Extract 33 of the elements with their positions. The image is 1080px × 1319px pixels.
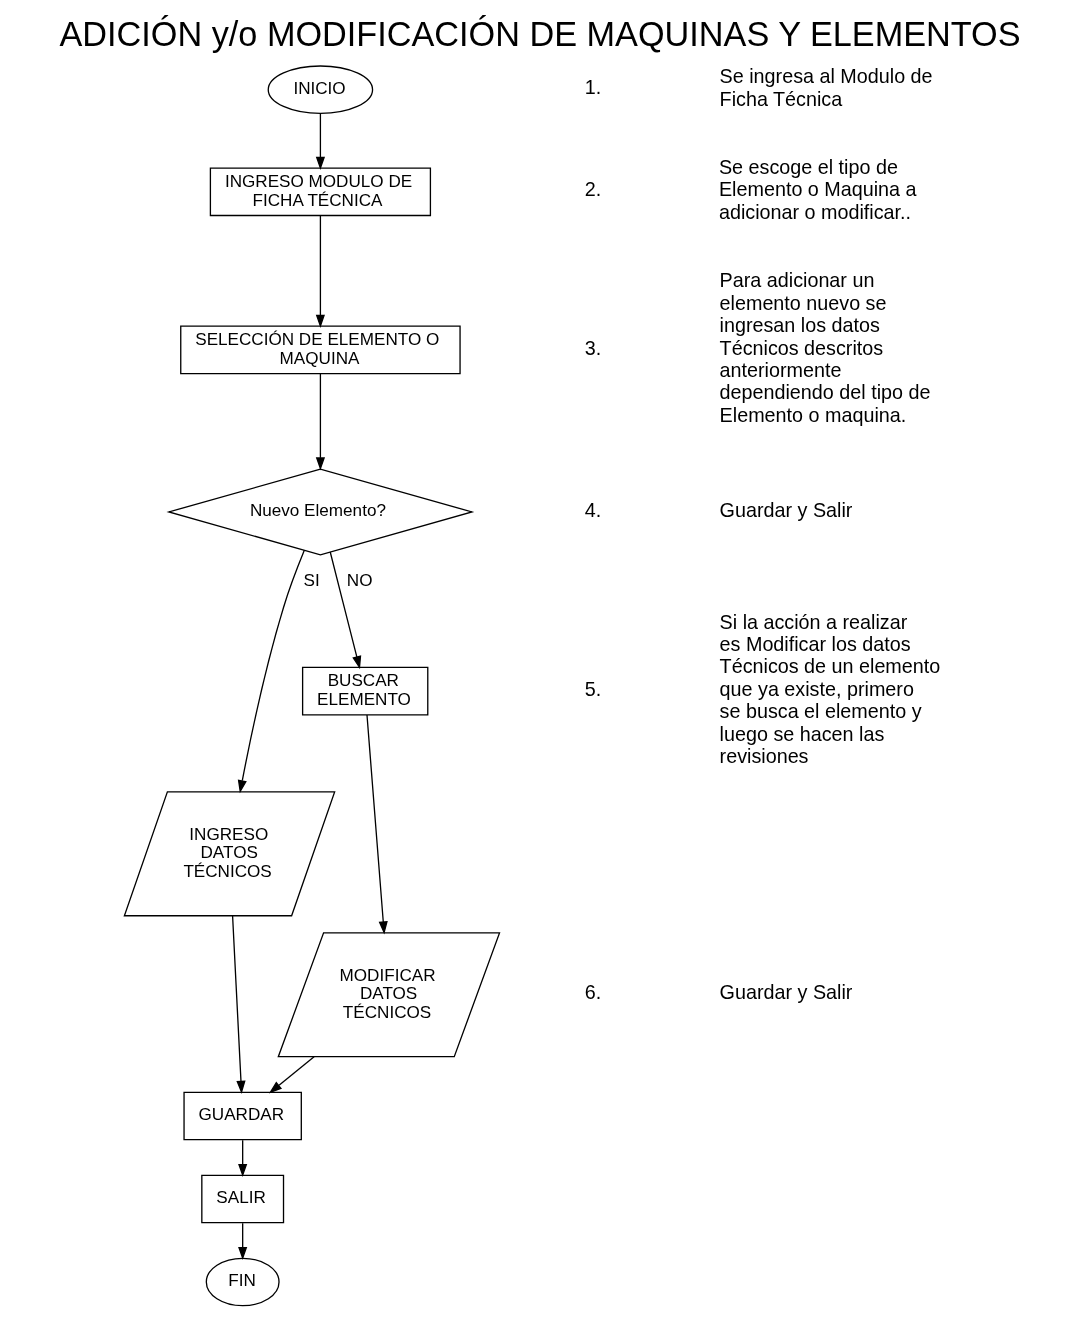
node-box: SELECCIÓN DE ELEMENTO O MAQUINA: [180, 325, 461, 375]
node-box: BUSCAR ELEMENTO: [301, 666, 429, 716]
label: 2.: [584, 178, 602, 201]
arrow: [231, 915, 246, 1094]
arrow: [237, 549, 305, 794]
arrow: [315, 215, 325, 328]
label: Guardar y Salir: [719, 981, 853, 1004]
arrow: [238, 1139, 248, 1178]
node-ellipse: INICIO: [267, 65, 374, 115]
arrow: [329, 551, 362, 670]
label: 1.: [584, 76, 602, 99]
arrow: [315, 373, 325, 471]
label: 4.: [584, 498, 602, 521]
label: Se ingresa al Modulo de Ficha Técnica: [719, 65, 933, 110]
edge-label: SI: [303, 570, 320, 590]
node-ellipse: FIN: [205, 1257, 280, 1307]
node-diamond: Nuevo Elemento?: [166, 468, 475, 556]
arrow: [238, 1222, 248, 1261]
node-box: GUARDAR: [183, 1091, 302, 1141]
label: 3.: [584, 336, 602, 359]
label: 6.: [584, 981, 602, 1004]
diagram-title: ADICIÓN y/o MODIFICACIÓN DE MAQUINAS Y ELEMENTOS: [59, 14, 1021, 53]
node-box: SALIR: [201, 1174, 285, 1224]
arrow: [268, 1056, 315, 1094]
arrow: [315, 112, 325, 170]
label: Para adicionar un elemento nuevo se ingresan los datos Técnicos descritos anteriormente dependiendo del tipo de Elemento o maquina.: [719, 269, 931, 426]
label: Se escoge el tipo de Elemento o Maquina a adicionar o modificar..: [718, 156, 917, 223]
arrow: [366, 714, 388, 935]
edge-label: NO: [346, 570, 373, 590]
node-box: INGRESO MODULO DE FICHA TÉCNICA: [209, 167, 432, 217]
label: Guardar y Salir: [719, 498, 853, 521]
label: 5.: [584, 677, 602, 700]
label: Si la acción a realizar es Modificar los datos Técnicos de un elemento que ya existe, primero se busca el elemento y luego se hacen las revisiones: [719, 610, 941, 767]
